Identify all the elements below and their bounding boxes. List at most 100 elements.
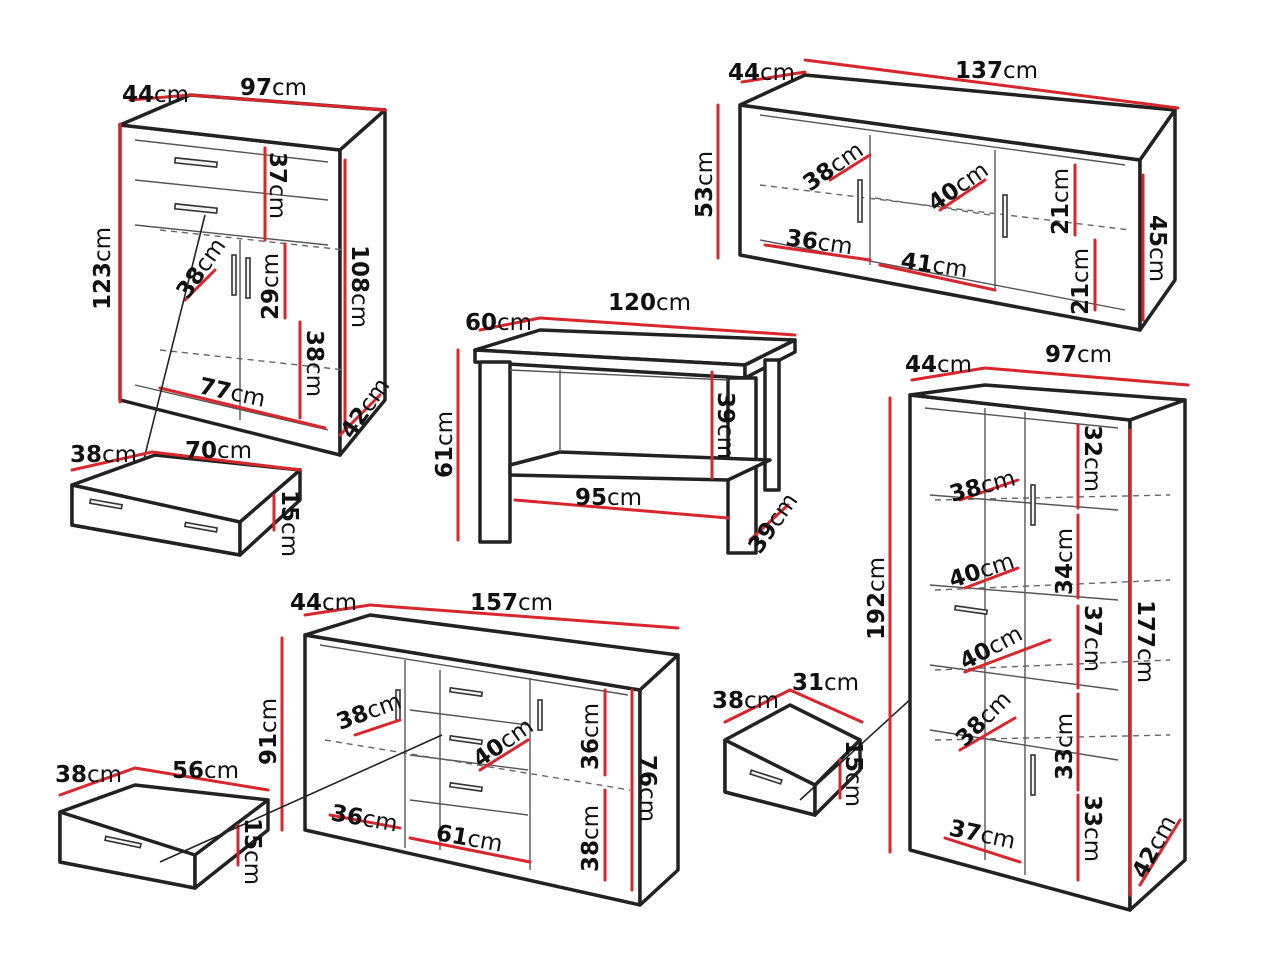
svg-text:44cm: 44cm xyxy=(122,82,189,108)
tv-height-value: 53 xyxy=(692,186,718,218)
tv-width-unit: cm xyxy=(1003,58,1038,84)
drawer-small xyxy=(723,644,971,817)
svg-text:33cm: 33cm xyxy=(1052,713,1078,780)
chest-door-upper-value: 29 xyxy=(258,288,284,320)
tv-upper-compartment-unit: cm xyxy=(1048,168,1074,203)
tv-inner-width-left-unit: cm xyxy=(816,230,854,261)
drawer-large-height-value: 15 xyxy=(276,490,302,522)
svg-text:53cm: 53cm xyxy=(692,151,718,218)
drawer-small-depth-unit: cm xyxy=(744,688,779,714)
svg-text:33cm: 33cm xyxy=(1079,795,1105,862)
svg-text:61cm: 61cm xyxy=(434,820,505,857)
bookcase-height-value: 192 xyxy=(864,592,890,640)
sideboard-width-value: 157 xyxy=(470,590,518,616)
drawer-large-width-value: 70 xyxy=(185,438,217,464)
chest-inner-height-value: 108 xyxy=(346,245,372,293)
tv-depth-unit: cm xyxy=(760,60,795,86)
bookcase xyxy=(888,366,1190,912)
bookcase-compartment-5-value: 33 xyxy=(1079,795,1105,827)
svg-text:29cm: 29cm xyxy=(258,253,284,320)
svg-text:157cm: 157cm xyxy=(470,590,553,616)
tv-depth-value: 44 xyxy=(728,60,760,86)
svg-text:108cm: 108cm xyxy=(346,245,372,328)
tv-lower-compartment-value: 21 xyxy=(1068,283,1094,315)
chest-door-lower-unit: cm xyxy=(301,362,327,397)
svg-text:44cm: 44cm xyxy=(290,590,357,616)
tv-inner-height-unit: cm xyxy=(1144,247,1170,282)
bookcase-compartment-4-unit: cm xyxy=(1052,713,1078,748)
svg-text:44cm: 44cm xyxy=(905,352,972,378)
drawer-small-width-value: 31 xyxy=(792,670,824,696)
bookcase-compartment-2-unit: cm xyxy=(1052,528,1078,563)
svg-text:34cm: 34cm xyxy=(1052,528,1078,595)
table-depth-value: 60 xyxy=(465,310,497,336)
sideboard-width-unit: cm xyxy=(518,590,553,616)
tv-inner-height-value: 45 xyxy=(1144,215,1170,247)
table-depth-unit: cm xyxy=(497,310,532,336)
table-shelf-width-value: 95 xyxy=(575,485,607,511)
drawer-large-depth-unit: cm xyxy=(102,442,137,468)
bookcase-compartment-5-unit: cm xyxy=(1079,827,1105,862)
svg-text:36cm: 36cm xyxy=(329,800,400,837)
svg-text:38cm: 38cm xyxy=(712,688,779,714)
chest-drawer-zone-unit: cm xyxy=(264,184,290,219)
sideboard-inner-width-center-unit: cm xyxy=(465,826,504,858)
sideboard-inner-width-center-value: 61 xyxy=(434,820,470,851)
sideboard-depth-unit: cm xyxy=(322,590,357,616)
sideboard-depth-value: 44 xyxy=(290,590,322,616)
svg-text:38cm: 38cm xyxy=(301,330,327,397)
svg-text:61cm: 61cm xyxy=(432,411,458,478)
svg-text:21cm: 21cm xyxy=(1068,248,1094,315)
svg-text:192cm: 192cm xyxy=(864,557,890,640)
chest-drawer-zone-value: 37 xyxy=(264,152,290,184)
chest-width-value: 97 xyxy=(240,75,272,101)
svg-text:97cm: 97cm xyxy=(1045,342,1112,368)
sideboard-inner-height-value: 76 xyxy=(634,755,660,787)
svg-text:37cm: 37cm xyxy=(264,152,290,219)
sideboard-height-unit: cm xyxy=(256,698,282,733)
svg-text:95cm: 95cm xyxy=(575,485,642,511)
table-clearance-unit: cm xyxy=(712,424,738,459)
tv-width-value: 137 xyxy=(955,58,1003,84)
sideboard-upper-compartment-value: 36 xyxy=(578,738,604,770)
svg-text:76cm: 76cm xyxy=(634,755,660,822)
drawer-medium-depth-value: 38 xyxy=(55,762,87,788)
svg-text:36cm: 36cm xyxy=(578,703,604,770)
drawer-medium-height-unit: cm xyxy=(239,850,265,885)
drawer-medium-width-value: 56 xyxy=(172,758,204,784)
tv-inner-width-left-value: 36 xyxy=(784,225,819,255)
bookcase-compartment-1-value: 32 xyxy=(1079,425,1105,457)
svg-text:91cm: 91cm xyxy=(256,698,282,765)
table-shelf-width-unit: cm xyxy=(607,485,642,511)
drawer-small-depth-value: 38 xyxy=(712,688,744,714)
svg-text:97cm: 97cm xyxy=(240,75,307,101)
drawer-large-height-unit: cm xyxy=(276,522,302,557)
svg-text:177cm: 177cm xyxy=(1132,600,1158,683)
svg-text:36cm: 36cm xyxy=(784,225,854,260)
svg-text:15cm: 15cm xyxy=(840,740,866,807)
drawer-medium xyxy=(58,734,443,890)
coffee-table xyxy=(456,316,797,555)
drawer-small-width-unit: cm xyxy=(824,670,859,696)
tv-lower-compartment-unit: cm xyxy=(1068,248,1094,283)
svg-text:41cm: 41cm xyxy=(899,248,969,283)
sideboard-height-value: 91 xyxy=(256,733,282,765)
svg-text:120cm: 120cm xyxy=(608,290,691,316)
bookcase-depth-unit: cm xyxy=(937,352,972,378)
drawer-large xyxy=(70,450,302,557)
bookcase-compartment-4-value: 33 xyxy=(1052,748,1078,780)
chest-width-unit: cm xyxy=(272,75,307,101)
sideboard xyxy=(280,603,680,907)
svg-text:70cm: 70cm xyxy=(185,438,252,464)
drawer-large-depth-value: 38 xyxy=(70,442,102,468)
chest-inner-height-unit: cm xyxy=(346,293,372,328)
bookcase-inner-height-unit: cm xyxy=(1132,648,1158,683)
tv-cabinet xyxy=(716,58,1180,332)
sideboard-lower-compartment-unit: cm xyxy=(578,805,604,840)
drawer-medium-depth-unit: cm xyxy=(87,762,122,788)
sideboard-inner-height-unit: cm xyxy=(634,787,660,822)
svg-text:45cm: 45cm xyxy=(1144,215,1170,282)
tv-height-unit: cm xyxy=(692,151,718,186)
svg-text:123cm: 123cm xyxy=(90,227,116,310)
